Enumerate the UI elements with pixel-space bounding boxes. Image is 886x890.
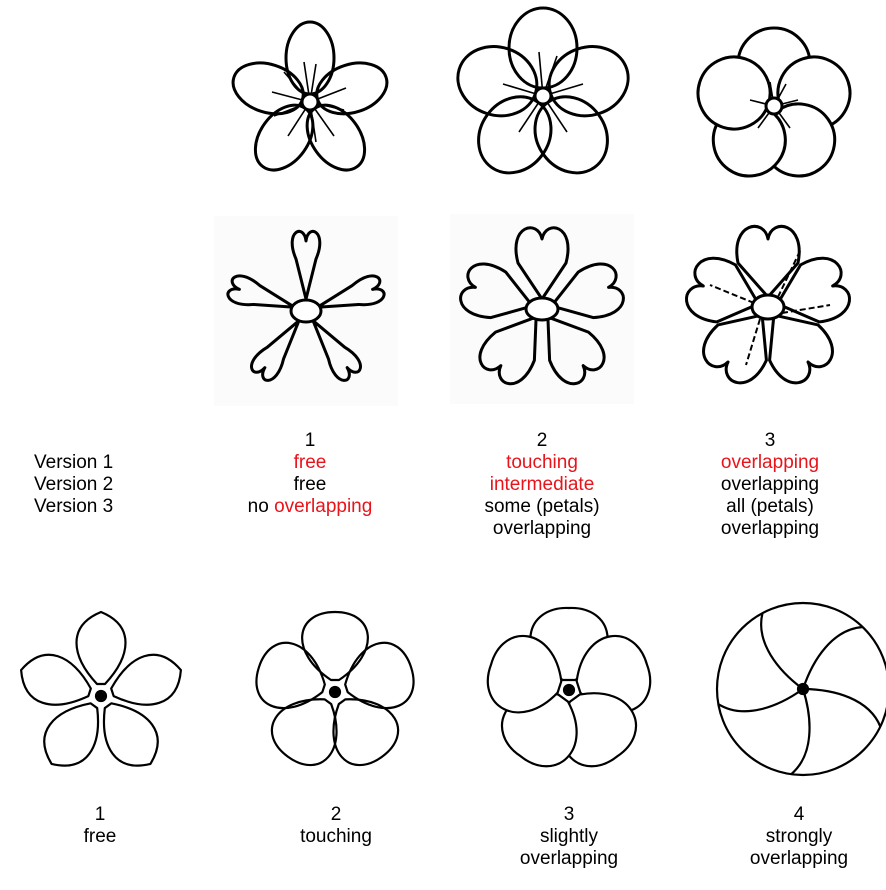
version1-value: free (293, 452, 327, 473)
five-petal-flower-overlapping (686, 18, 862, 194)
version1-value: touching (506, 452, 578, 473)
heart-petal-flower-overlapping (676, 212, 860, 402)
version2-value: intermediate (489, 474, 595, 495)
version2-value: overlapping (720, 474, 820, 495)
outline-flower-free (6, 606, 196, 786)
version3-highlight: overlapping (274, 496, 373, 517)
version3-value: no overlapping (220, 496, 400, 518)
column-number: 3 (764, 430, 776, 451)
heart-petal-flower-free (214, 216, 398, 406)
bottom-column-3: 3 slightly overlapping (494, 804, 644, 870)
version3-value-line1: all (petals) (726, 496, 814, 517)
caption-line1: free (83, 826, 117, 847)
version-label-2: Version 2 (34, 474, 114, 495)
bottom-column-4: 4 strongly overlapping (724, 804, 874, 870)
column-number: 2 (330, 804, 342, 825)
five-petal-flower-touching (455, 4, 631, 194)
outline-flower-strongly-overlapping (708, 596, 886, 782)
bottom-column-1: 1 free (40, 804, 160, 848)
five-petal-flower-free (222, 14, 398, 190)
version-label-1: Version 1 (34, 452, 114, 473)
column-number: 1 (304, 430, 316, 451)
version1-value: overlapping (720, 452, 820, 473)
version2-value: free (293, 474, 327, 495)
column-number: 2 (536, 430, 548, 451)
version3-value-line2: overlapping (492, 518, 592, 539)
column-2: 2 touching intermediate some (petals) ov… (452, 430, 632, 540)
caption-line1: touching (300, 826, 372, 847)
version-label-3: Version 3 (34, 496, 114, 517)
column-1: 1 free free no overlapping (220, 430, 400, 518)
bottom-column-2: 2 touching (266, 804, 406, 848)
caption-line2: overlapping (519, 848, 619, 869)
caption-line2: overlapping (749, 848, 849, 869)
column-number: 3 (563, 804, 575, 825)
caption-line1: slightly (539, 826, 599, 847)
caption-line1: strongly (765, 826, 833, 847)
column-number: 1 (94, 804, 106, 825)
heart-petal-flower-intermediate (450, 214, 634, 404)
outline-flower-slightly-overlapping (474, 598, 664, 782)
column-3: 3 overlapping overlapping all (petals) o… (680, 430, 860, 540)
version3-value-line1: some (petals) (484, 496, 600, 517)
version3-prefix: no (247, 496, 275, 517)
outline-flower-touching (240, 602, 430, 782)
column-number: 4 (793, 804, 805, 825)
version3-value-line2: overlapping (720, 518, 820, 539)
